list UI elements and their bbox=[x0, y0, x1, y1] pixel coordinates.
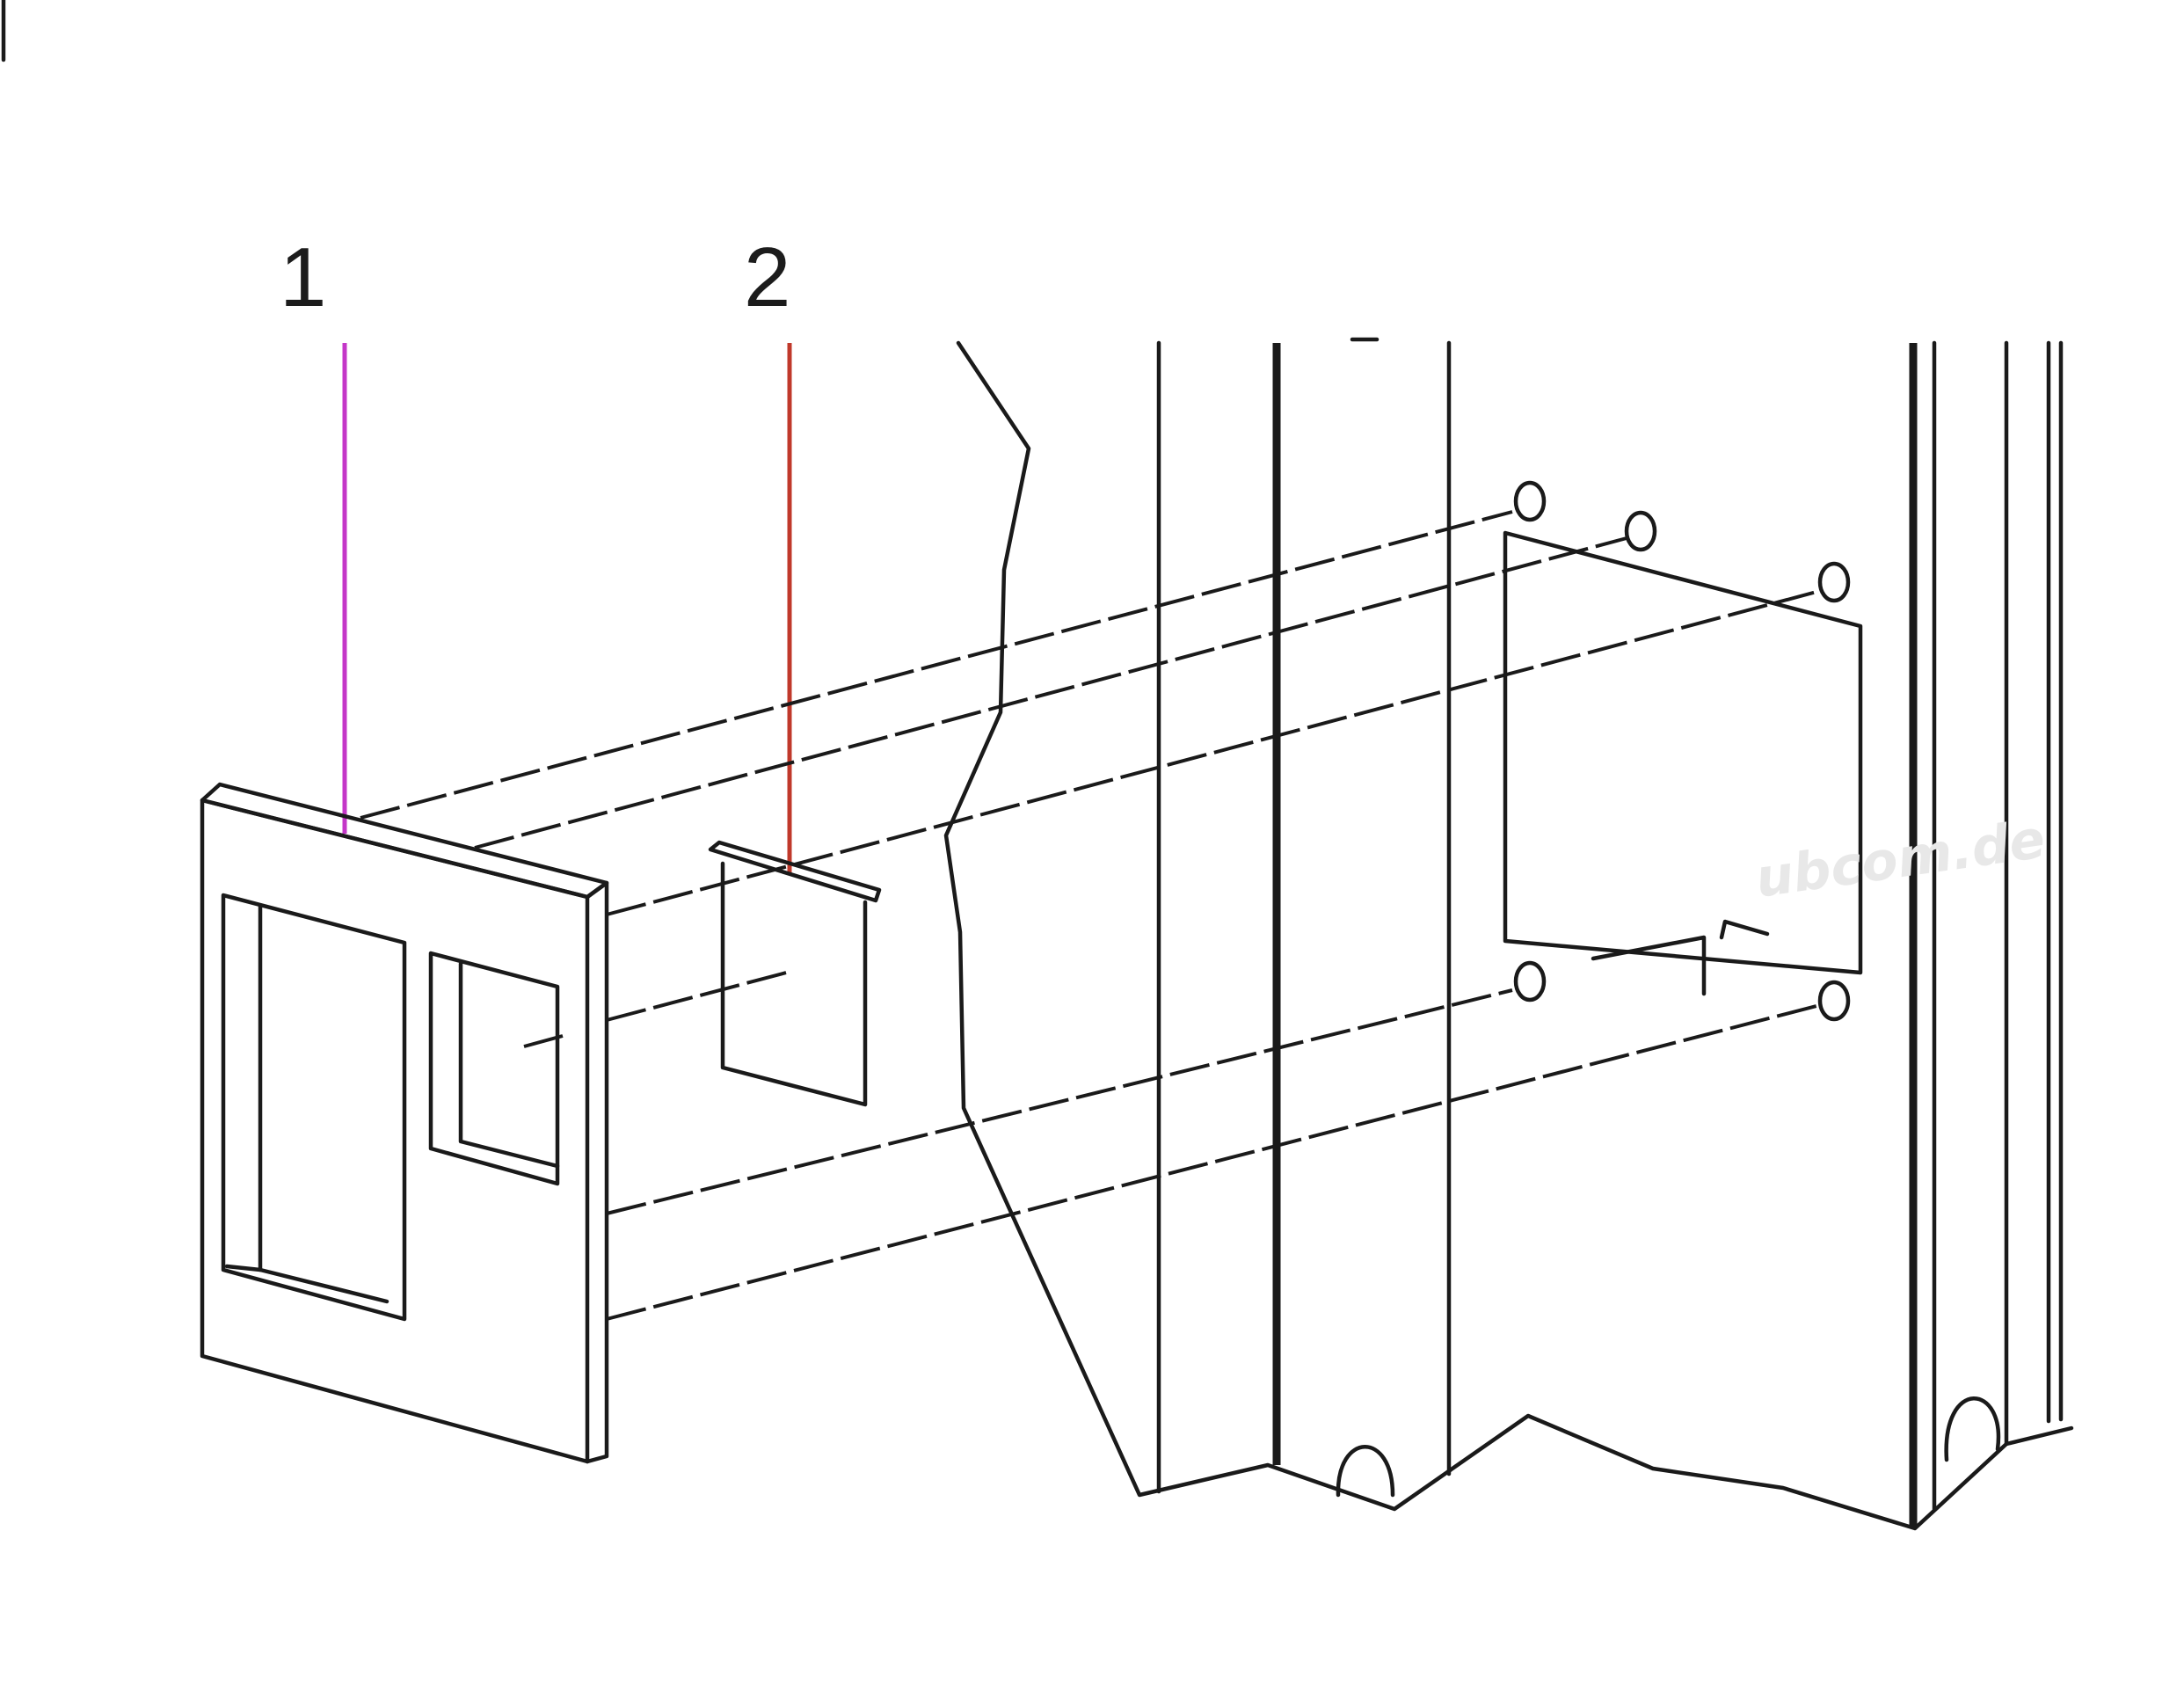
frame-hole bbox=[1336, 1445, 1395, 1498]
callout-label-2: 2 bbox=[744, 230, 791, 324]
guide-line bbox=[606, 589, 1821, 916]
callout-label-1: 1 bbox=[280, 230, 327, 324]
screw-hole bbox=[1513, 960, 1547, 1002]
assembly-guide-lines bbox=[360, 510, 1821, 1321]
plate-top-face bbox=[200, 782, 609, 900]
screw-hole bbox=[1624, 510, 1657, 552]
wall-break-line bbox=[943, 340, 2074, 1531]
cutout-opening bbox=[1503, 530, 1863, 975]
cutout-edge bbox=[1719, 919, 1770, 940]
plate-front-face bbox=[200, 798, 590, 1464]
guide-line bbox=[360, 510, 1513, 820]
guide-line bbox=[606, 1004, 1817, 1321]
plate-window-small bbox=[428, 951, 560, 1186]
screw-hole bbox=[1817, 980, 1851, 1022]
plate-side-face bbox=[585, 880, 609, 1464]
screw-hole bbox=[1817, 561, 1851, 603]
guide-line bbox=[606, 969, 794, 1022]
plate-window-large bbox=[221, 893, 407, 1322]
insert-top-bar bbox=[708, 840, 882, 903]
watermark: ubcom.de bbox=[1751, 808, 2049, 909]
part-2-insert bbox=[708, 840, 882, 1107]
guide-line bbox=[606, 988, 1513, 1215]
plate-window-depth bbox=[224, 1264, 389, 1304]
insert-panel bbox=[720, 861, 868, 1107]
guide-line bbox=[474, 536, 1627, 849]
wall-frame bbox=[943, 337, 2074, 1531]
plate-window-depth bbox=[458, 961, 560, 1169]
cutout-edge bbox=[1591, 935, 1707, 996]
part-1-front-plate bbox=[200, 782, 609, 1464]
screw-hole bbox=[1513, 480, 1547, 522]
wall-cutout bbox=[1503, 480, 1863, 1022]
frame-hole bbox=[1944, 1396, 2001, 1462]
